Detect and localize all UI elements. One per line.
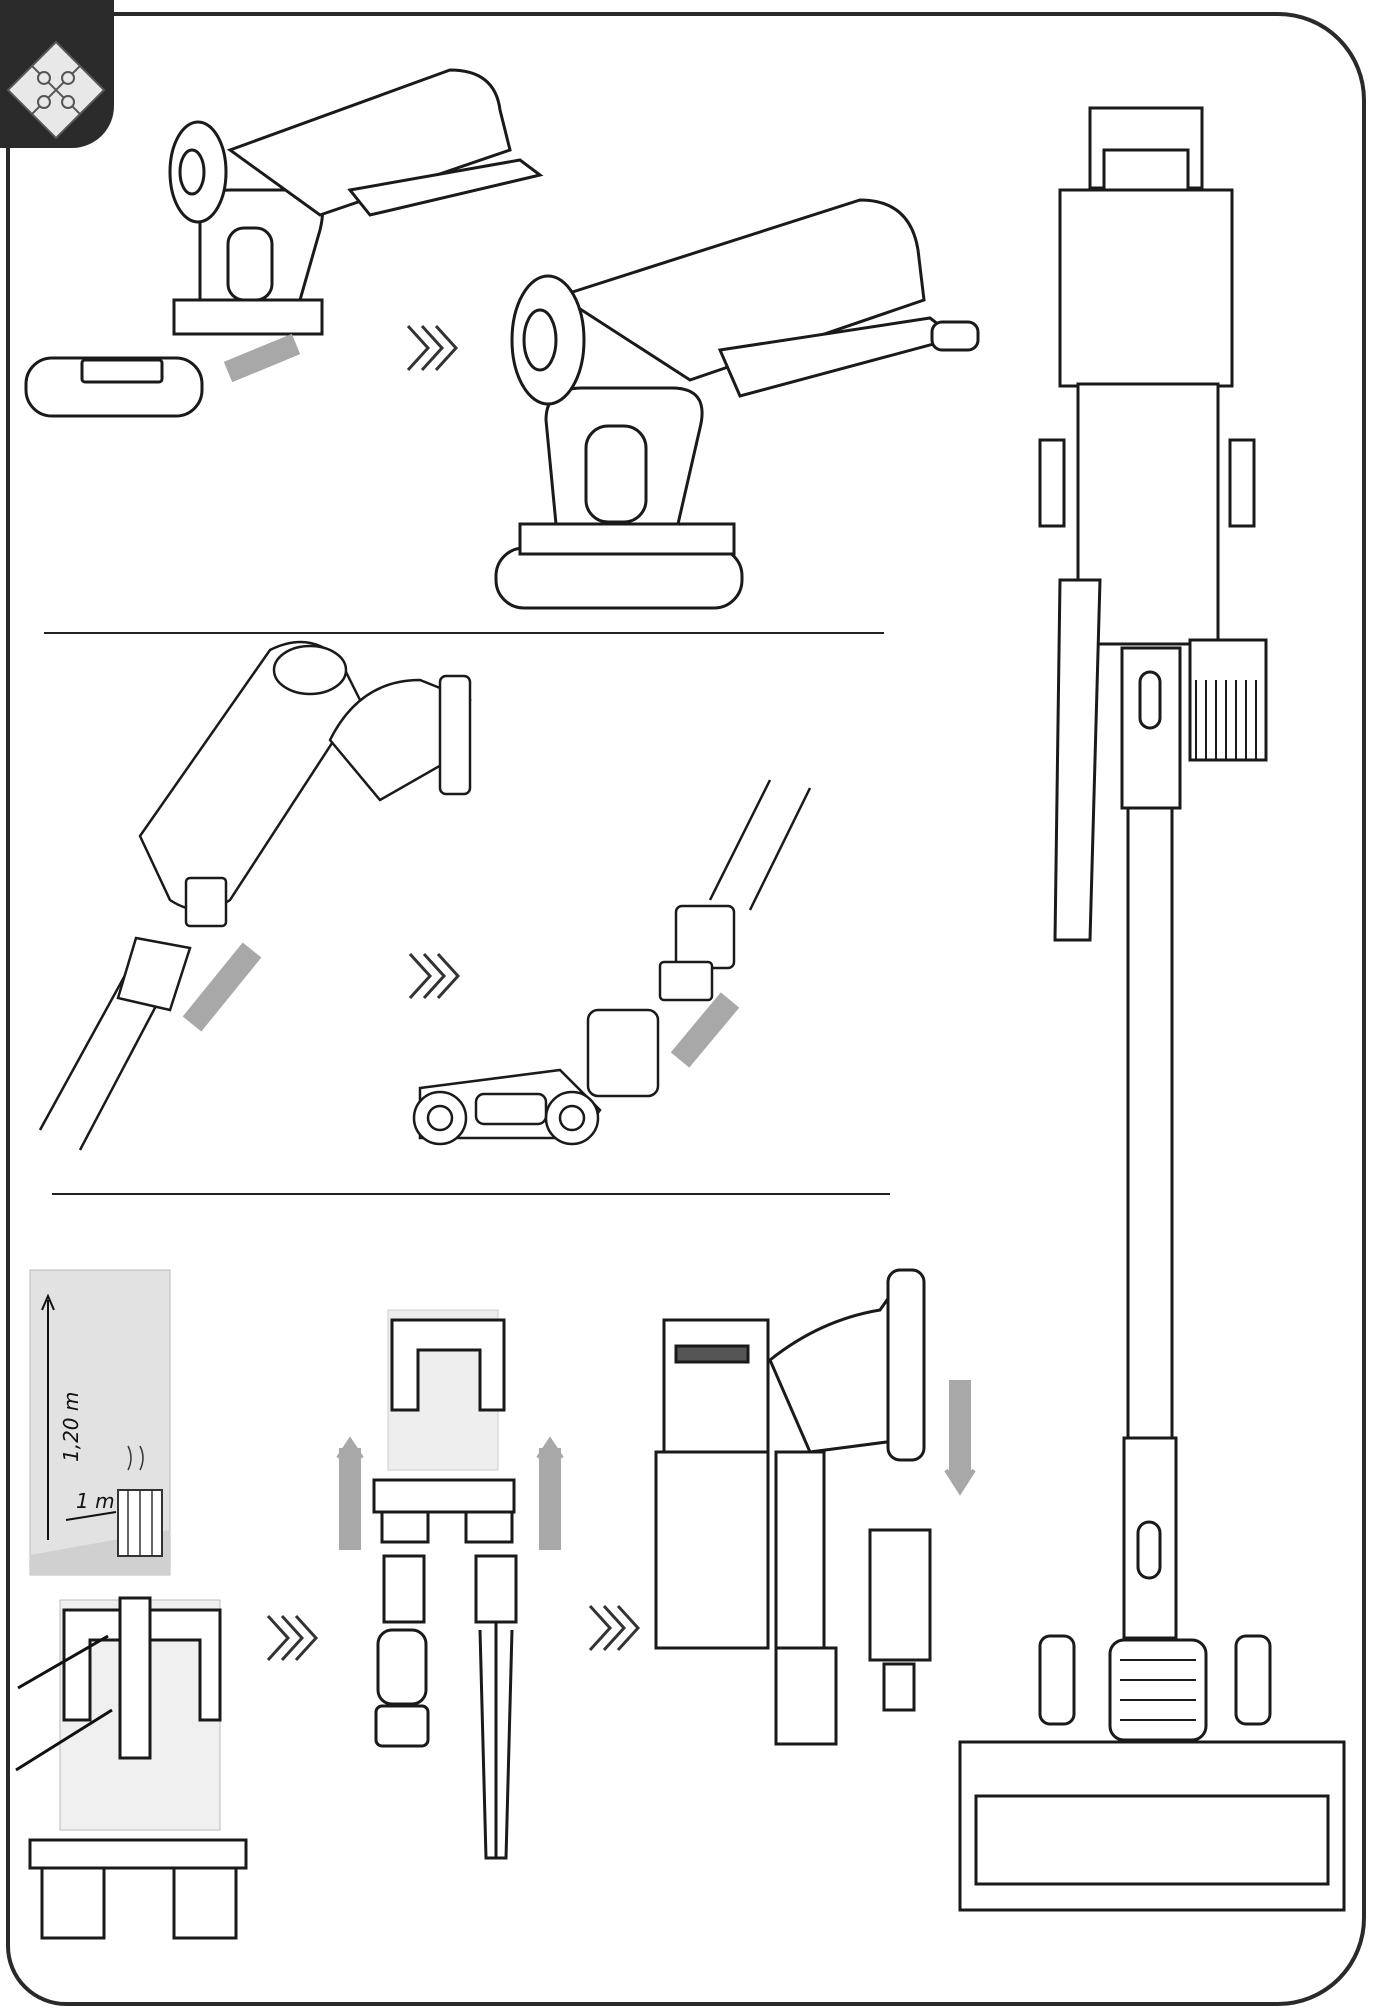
handheld-with-battery-icon — [494, 198, 980, 610]
next-step-chevron-icon — [588, 1604, 640, 1652]
floor-brush-head-icon — [412, 1008, 660, 1146]
extension-tube-icon — [658, 779, 812, 1002]
next-step-chevron-icon — [408, 952, 460, 1000]
puzzle-pieces-icon — [6, 40, 106, 140]
next-step-chevron-icon — [406, 324, 458, 372]
mounted-vacuum-icon — [654, 1268, 932, 1746]
distance-label: 1 m — [76, 1489, 115, 1513]
assembled-stick-vacuum-icon — [958, 106, 1346, 1912]
extension-tube-icon — [38, 936, 192, 1151]
accessory-holder-icon — [372, 1309, 518, 1860]
battery-pack-icon — [24, 356, 204, 418]
section-tab — [0, 0, 114, 148]
handheld-unit-icon — [168, 68, 544, 336]
page-frame — [6, 12, 1366, 2006]
step-attach-tube-and-floor-head — [38, 640, 812, 1151]
step-attach-battery — [24, 68, 980, 610]
height-label: 1,20 m — [59, 1392, 83, 1462]
step-wall-mount-installation: 1,20 m 1 m — [15, 1268, 976, 1940]
push-arrow-icon — [223, 333, 301, 383]
push-arrow-icon — [670, 992, 740, 1068]
next-step-chevron-icon — [266, 1614, 318, 1662]
push-arrow-icon — [182, 942, 262, 1032]
divider-2 — [52, 1193, 890, 1195]
handheld-unit-icon — [138, 640, 472, 928]
wall-clearance-panel: 1,20 m 1 m — [29, 1269, 171, 1576]
divider-1 — [44, 632, 884, 634]
wall-bracket-icon — [15, 1596, 248, 1940]
